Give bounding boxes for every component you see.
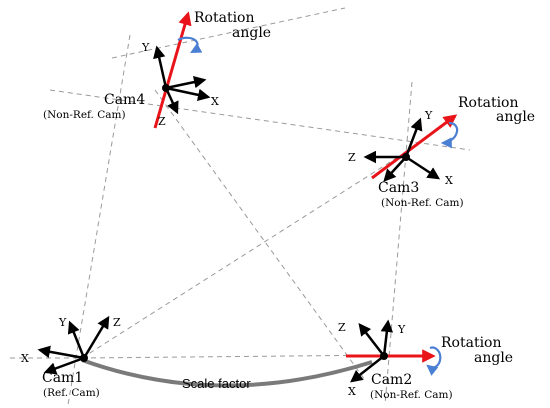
cam3-center [402, 153, 410, 161]
cam1-z-axis-arrow [82, 315, 110, 359]
cam4-rotation-axis [153, 11, 192, 129]
cam1-center [80, 354, 88, 362]
dashed-line [154, 89, 366, 381]
cam3-x-axis-arrow [405, 155, 441, 180]
cam3-name: Cam3 [378, 180, 419, 196]
cam4-y-axis-arrow [153, 45, 168, 89]
cam4-rotation-icon [177, 36, 203, 54]
cam3-rotation-axis [371, 114, 458, 180]
cam4-name: Cam4 [104, 92, 145, 108]
dashed-line [81, 354, 396, 359]
cam2: Z Y X Cam2 (Non-Ref. Cam) Rotation angle [338, 319, 513, 401]
cam3-rotation-label-line2: angle [496, 109, 535, 125]
cam2-z-axis-arrow [358, 323, 385, 357]
cam2-x-label: X [348, 385, 356, 398]
cam1-y-axis-arrow [67, 320, 86, 359]
dashed-line [384, 81, 413, 406]
cam3-role: (Non-Ref. Cam) [381, 197, 464, 209]
cam2-z-label: Z [338, 321, 346, 334]
cam1-z-label: Z [113, 316, 121, 329]
dashed-line [49, 89, 471, 151]
cam3-rotation-icon [440, 121, 459, 149]
dashed-line [67, 34, 131, 406]
scale-factor-label: Scale factor [182, 376, 251, 391]
cam4-x-axis-arrow [165, 86, 211, 102]
cam1-x-label: X [21, 352, 29, 365]
cam4-z-label: Z [158, 115, 166, 128]
cam2-rotation-icon [426, 346, 442, 376]
cam3: Y Z X Cam3 (Non-Ref. Cam) Rotation angle [348, 95, 535, 209]
cam4-x-label: X [211, 95, 219, 108]
cam2-y-label: Y [397, 323, 406, 336]
cam3-y-label: Y [424, 109, 433, 122]
cam4-z-axis-arrow [164, 87, 179, 115]
cam4-center [162, 84, 170, 92]
cam4-y-label: Y [141, 41, 150, 54]
cam2-rotation-label-line1: Rotation [441, 335, 502, 351]
cam1: Y Z X Cam1 (Ref. Cam) [21, 315, 121, 399]
cam4: Y X Z Cam4 (Non-Ref. Cam) Rotation angle [43, 10, 271, 129]
cam2-rotation-label-line2: angle [474, 350, 513, 366]
dashed-line [81, 142, 421, 359]
dashed-lines [10, 7, 471, 406]
cam2-x-axis-arrow [350, 355, 385, 383]
cam2-y-axis-arrow [380, 319, 394, 357]
cam2-name: Cam2 [371, 372, 412, 388]
cam3-z-label: Z [348, 151, 356, 164]
cam3-x-label: X [445, 174, 453, 187]
cam1-extra-arrow [43, 356, 85, 375]
cam1-x-axis-arrow [37, 345, 85, 360]
cam2-role: (Non-Ref. Cam) [370, 389, 453, 401]
cam1-y-label: Y [58, 316, 67, 329]
cam3-y-axis-arrow [404, 117, 423, 158]
cam1-role: (Ref. Cam) [43, 387, 100, 399]
cam4-rotation-label-line1: Rotation [194, 10, 255, 26]
cam3-rotation-label-line1: Rotation [458, 95, 519, 111]
cam4-extra-arrow [165, 75, 207, 90]
cam4-rotation-label-line2: angle [232, 25, 271, 41]
cam4-role: (Non-Ref. Cam) [43, 109, 126, 121]
dashed-line [111, 7, 346, 59]
scale-factor-curve [81, 358, 373, 388]
cam2-center [380, 352, 388, 360]
cam3-extra-arrow [383, 156, 407, 182]
cam1-name: Cam1 [42, 370, 83, 386]
